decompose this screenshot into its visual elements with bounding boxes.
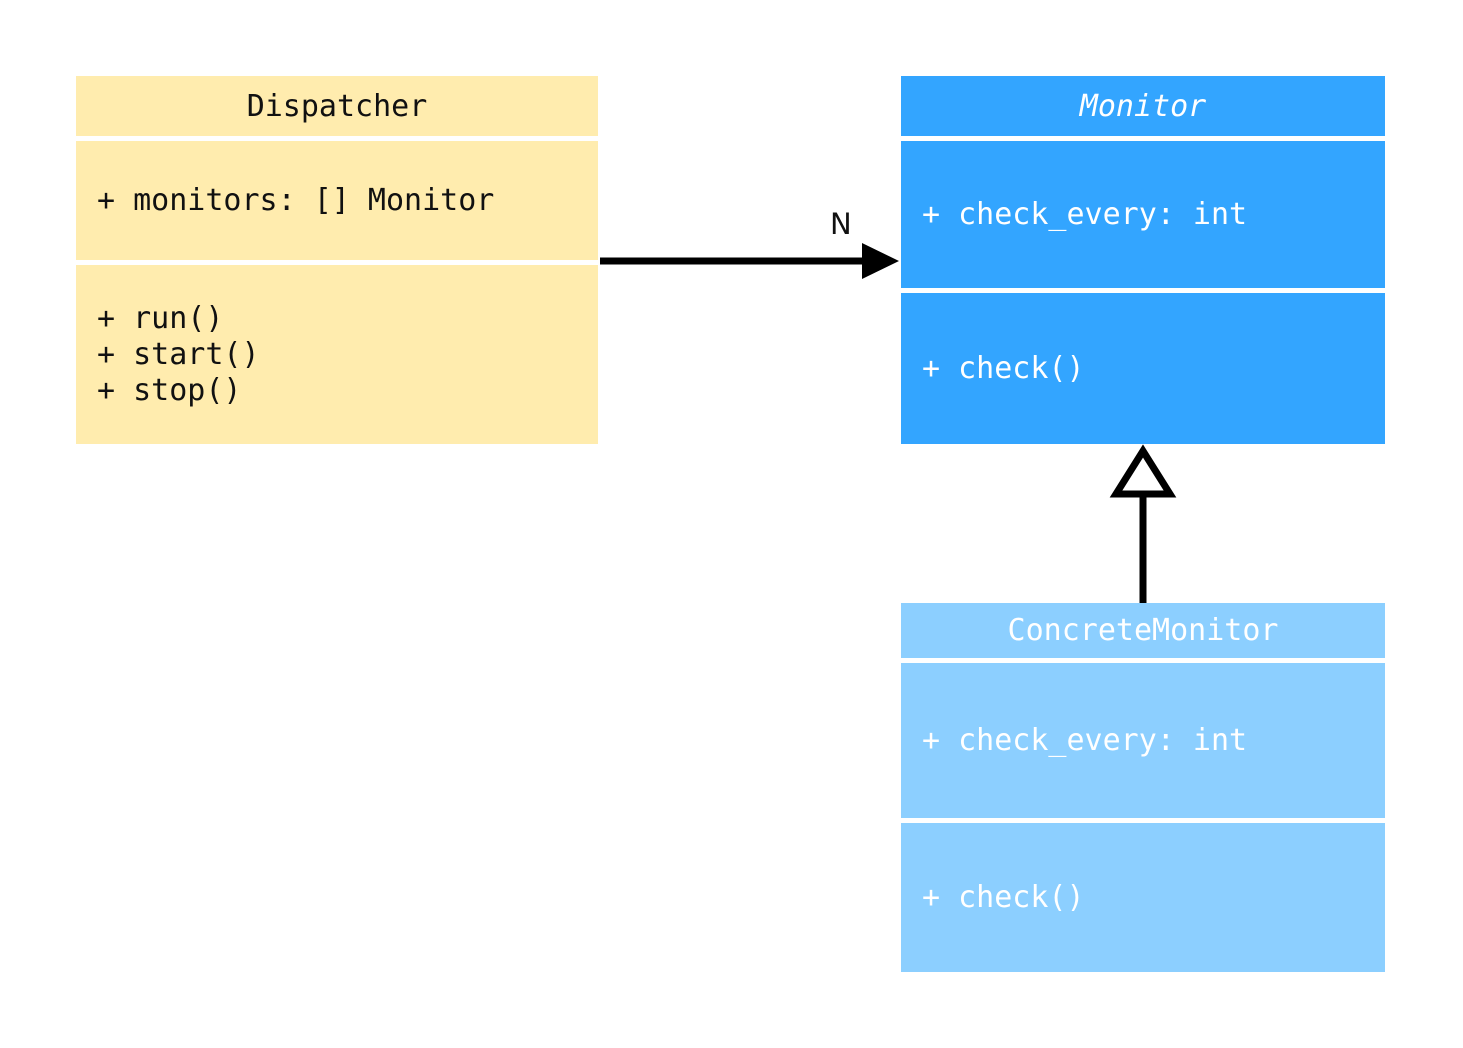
generalization-concrete-monitor-to-monitor (1109, 444, 1177, 603)
association-dispatcher-to-monitor (600, 243, 899, 279)
method-row: + check() (922, 350, 1085, 386)
class-box-monitor[interactable]: Monitor + check_every: int + check() (901, 76, 1385, 444)
class-methods-dispatcher: + run() + start() + stop() (76, 260, 598, 444)
class-title-concrete-monitor: ConcreteMonitor (1007, 613, 1279, 648)
class-title-dispatcher: Dispatcher (246, 88, 428, 124)
class-attributes-dispatcher: + monitors: [] Monitor (76, 136, 598, 260)
method-row: + check() (922, 879, 1085, 915)
class-attributes-monitor: + check_every: int (901, 136, 1385, 288)
class-attributes-concrete-monitor: + check_every: int (901, 658, 1385, 818)
generalization-hollow-triangle-icon (1109, 444, 1177, 498)
attribute-row: + monitors: [] Monitor (97, 182, 495, 218)
class-methods-concrete-monitor: + check() (901, 818, 1385, 972)
method-row: + stop() (97, 372, 242, 408)
association-multiplicity-label: N (830, 207, 852, 241)
attribute-row: + check_every: int (922, 722, 1248, 758)
method-row: + start() (97, 336, 260, 372)
association-arrowhead-icon (862, 243, 899, 279)
method-row: + run() (97, 300, 224, 336)
class-box-concrete-monitor[interactable]: ConcreteMonitor + check_every: int + che… (901, 603, 1385, 972)
attribute-row: + check_every: int (922, 196, 1248, 232)
class-methods-monitor: + check() (901, 288, 1385, 444)
class-title-monitor: Monitor (1079, 88, 1207, 124)
class-box-dispatcher[interactable]: Dispatcher + monitors: [] Monitor + run(… (76, 76, 598, 444)
